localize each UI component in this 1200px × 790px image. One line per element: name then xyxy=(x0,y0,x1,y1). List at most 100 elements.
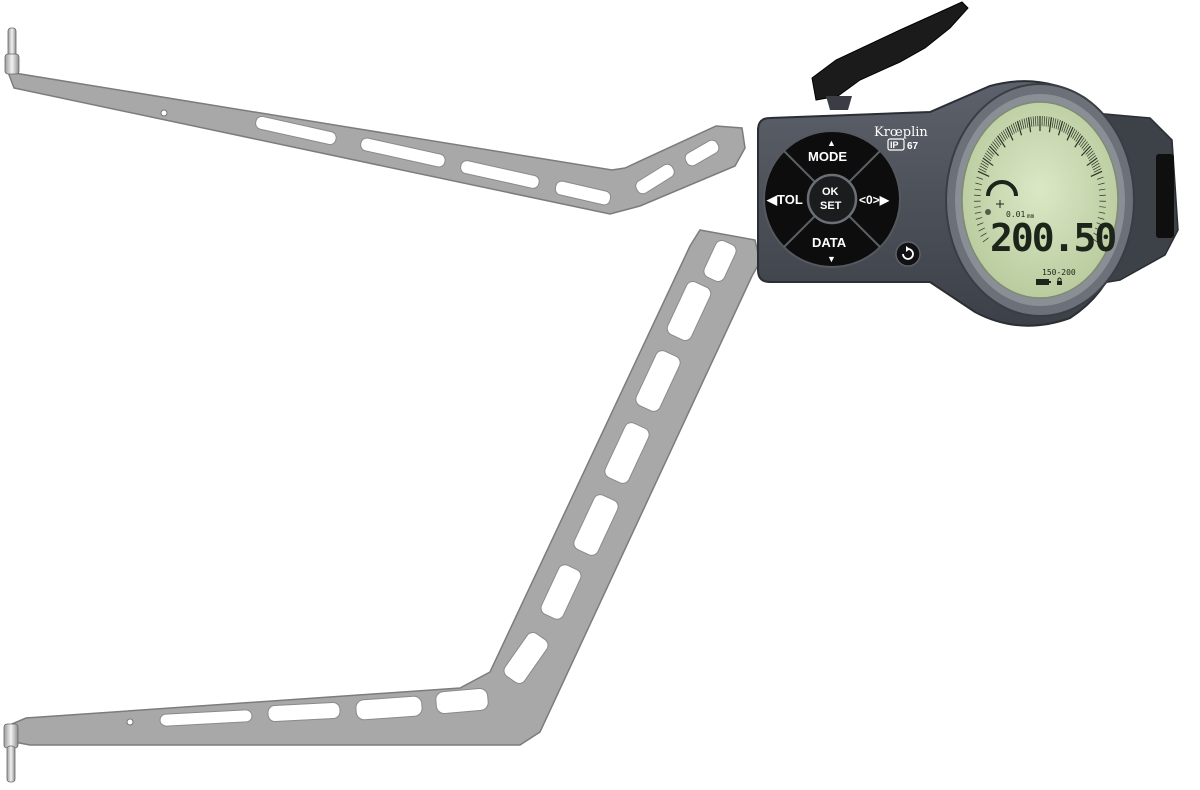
rotate-button[interactable] xyxy=(895,241,921,267)
scale-tick xyxy=(980,162,988,168)
scale-tick xyxy=(1016,120,1023,136)
scale-tick xyxy=(1081,145,1091,157)
tol-button[interactable]: ◀TOL xyxy=(766,192,803,207)
svg-text:▲: ▲ xyxy=(827,138,836,148)
scale-tick xyxy=(1095,170,1103,175)
measuring-range: 150-200 xyxy=(1042,268,1076,277)
ip-rating: 67 xyxy=(907,141,919,152)
scale-tick xyxy=(1091,237,1098,243)
scale-tick xyxy=(995,137,1002,146)
scale-tick xyxy=(1004,128,1010,138)
scale-tick xyxy=(990,143,998,151)
scale-tick xyxy=(1070,128,1076,138)
scale-tick xyxy=(1086,150,1094,157)
scale-tick xyxy=(1057,120,1061,130)
scale-tick xyxy=(982,157,994,167)
scale-tick xyxy=(1080,139,1087,148)
svg-text:▼: ▼ xyxy=(827,254,836,264)
scale-tick xyxy=(979,165,988,171)
scale-tick xyxy=(1097,217,1105,220)
scale-tick xyxy=(1053,118,1057,129)
scale-tick xyxy=(1078,137,1085,146)
ok-set-button[interactable]: OK SET xyxy=(806,173,858,225)
svg-text:IP: IP xyxy=(890,140,899,150)
scale-tick xyxy=(1089,155,1097,162)
scale-tick xyxy=(983,155,991,162)
scale-tick xyxy=(1002,130,1008,139)
mode-button[interactable]: ▲ MODE xyxy=(808,138,847,164)
scale-tick xyxy=(974,188,982,191)
scale-tick xyxy=(1092,165,1101,171)
lock-icon xyxy=(1057,277,1062,285)
data-button[interactable]: DATA ▼ xyxy=(812,235,847,264)
scale-tick xyxy=(992,141,999,149)
scale-tick xyxy=(1055,119,1059,130)
scale-tick xyxy=(1091,160,1099,166)
scale-tick xyxy=(1061,122,1066,132)
scale-tick xyxy=(1065,124,1070,134)
scale-tick xyxy=(1010,124,1015,134)
rotate-icon xyxy=(902,248,914,260)
scale-tick xyxy=(1099,206,1106,208)
scale-tick xyxy=(1066,127,1074,141)
scale-tick xyxy=(1073,131,1080,141)
scale-tick xyxy=(976,176,983,180)
scale-tick xyxy=(975,182,982,186)
scale-tick xyxy=(1008,125,1014,135)
scale-tick xyxy=(1072,130,1078,139)
scale-tick xyxy=(1063,123,1068,133)
scale-tick xyxy=(1085,148,1093,155)
scale-tick xyxy=(1095,227,1102,232)
scale-tick xyxy=(1066,125,1072,135)
scale-tick xyxy=(1086,157,1098,167)
scale-tick xyxy=(981,160,989,166)
scale-tick xyxy=(1021,119,1025,130)
measurement-reading: 200.50 xyxy=(990,216,1115,260)
lcd-display: 0.01 mm 200.50 150-200 xyxy=(961,101,1119,299)
scale-tick xyxy=(1019,120,1023,130)
lower-contact-tip xyxy=(3,723,19,783)
scale-tick xyxy=(1043,116,1045,127)
scale-tick xyxy=(982,237,989,243)
resolution-value: 0.01 xyxy=(1006,210,1025,219)
scale-tick xyxy=(993,139,1000,148)
svg-text:DATA: DATA xyxy=(812,235,847,250)
scale-tick xyxy=(986,150,994,157)
scale-tick xyxy=(1092,162,1100,168)
scale-tick xyxy=(1023,118,1027,129)
trigger-lever[interactable] xyxy=(811,1,969,110)
scale-tick xyxy=(1093,232,1100,237)
ip-badge: IP 67 xyxy=(887,138,919,152)
scale-tick xyxy=(1096,222,1104,226)
scale-tick xyxy=(974,211,982,214)
analog-scale xyxy=(974,116,1106,243)
scale-tick xyxy=(1098,211,1106,214)
scale-tick xyxy=(975,217,983,220)
scale-tick xyxy=(1030,116,1033,127)
scale-tick xyxy=(1045,116,1048,127)
scale-tick xyxy=(1074,135,1083,148)
scale-tick xyxy=(1048,117,1053,133)
resolution-unit: mm xyxy=(1027,213,1035,220)
brand-logo: Krœplin xyxy=(874,125,928,140)
svg-text:MODE: MODE xyxy=(808,149,847,164)
scale-tick xyxy=(1000,131,1007,141)
upper-contact-tip xyxy=(4,27,20,75)
scale-tick xyxy=(1006,127,1014,141)
scale-tick xyxy=(1082,143,1090,151)
scale-tick xyxy=(1087,152,1095,159)
scale-tick xyxy=(1081,141,1088,149)
scale-tick xyxy=(997,135,1006,148)
scale-tick xyxy=(1057,120,1064,136)
scale-tick xyxy=(989,145,999,157)
scale-tick xyxy=(1035,116,1037,127)
scale-tick xyxy=(1014,122,1019,132)
scale-tick xyxy=(999,133,1005,142)
scale-tick xyxy=(976,222,984,226)
scale-tick xyxy=(1097,176,1104,180)
zero-button[interactable]: <0>▶ xyxy=(859,193,890,207)
svg-text:SET: SET xyxy=(820,200,842,212)
scale-tick xyxy=(985,152,993,159)
svg-text:◀TOL: ◀TOL xyxy=(766,192,803,207)
